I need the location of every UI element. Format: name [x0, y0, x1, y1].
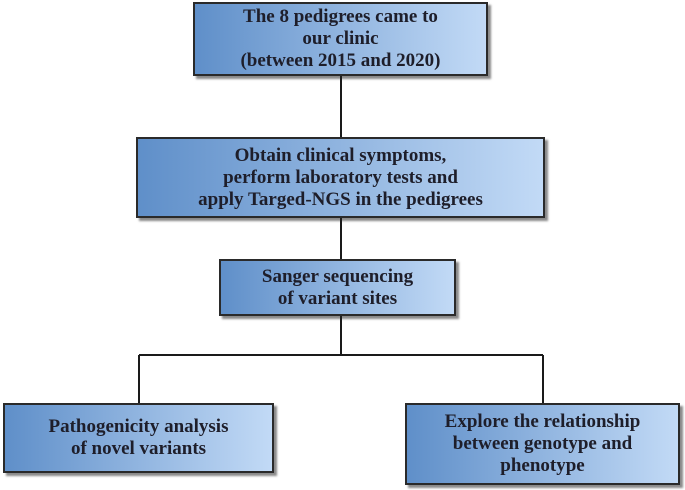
step-sanger-sequencing-box: Sanger sequencing of variant sites: [219, 259, 456, 316]
step-pedigrees-came-box: The 8 pedigrees came to our clinic (betw…: [193, 2, 488, 76]
node-text-line: phenotype: [500, 455, 585, 476]
step-genotype-phenotype-box: Explore the relationship between genotyp…: [405, 403, 680, 485]
node-text-line: Sanger sequencing: [261, 265, 414, 287]
step-pathogenicity-analysis-box: Pathogenicity analysis of novel variants: [3, 403, 274, 473]
step-clinical-ngs-box: Obtain clinical symptoms, perform labora…: [136, 137, 545, 218]
node-text-line: (between 2015 and 2020): [240, 50, 441, 71]
node-text-line: apply Targed-NGS in the pedigrees: [198, 188, 483, 210]
node-text-line: Obtain clinical symptoms,: [234, 144, 447, 166]
node-text-line: Explore the relationship: [444, 411, 641, 432]
node-text-line: our clinic: [302, 28, 379, 49]
node-text-line: Pathogenicity analysis: [48, 416, 229, 437]
node-text-line: of novel variants: [70, 438, 207, 459]
node-text-line: between genotype and: [452, 433, 633, 454]
node-text-line: of variant sites: [277, 287, 398, 309]
node-text-line: perform laboratory tests and: [223, 166, 458, 188]
node-text-line: The 8 pedigrees came to: [243, 6, 438, 27]
